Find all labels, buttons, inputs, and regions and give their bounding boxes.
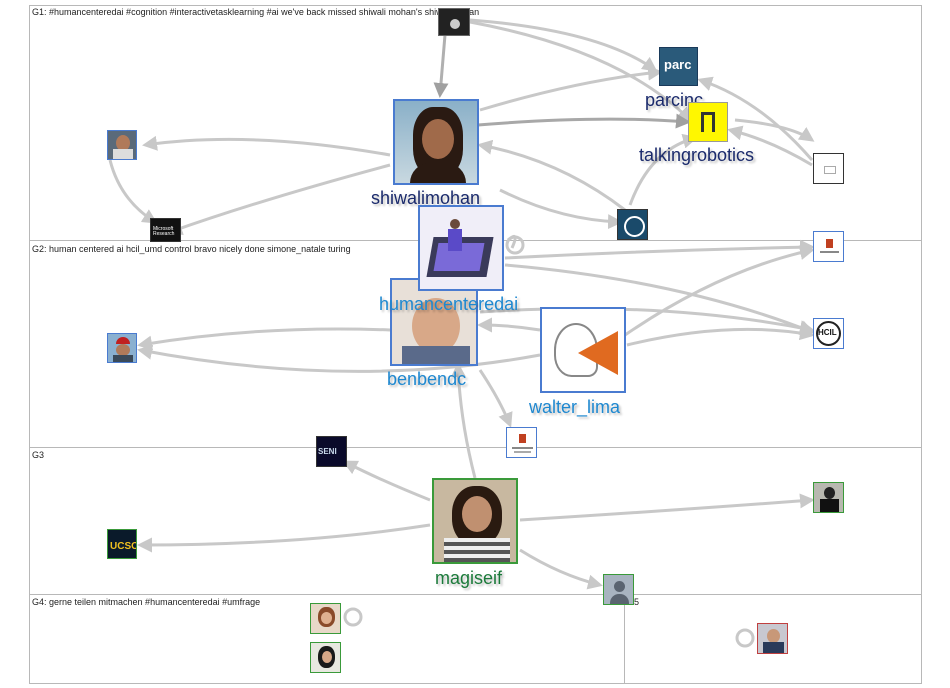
group-g4-label: G4: gerne teilen mitmachen #humancentere… <box>32 597 261 607</box>
node-hcil-logo[interactable]: HCIL <box>813 318 844 349</box>
edge <box>433 34 449 98</box>
node-avatar-right-white[interactable] <box>813 153 844 184</box>
edge <box>626 325 815 347</box>
label-walter-lima: walter_lima <box>529 397 621 417</box>
node-ucsc-logo[interactable]: UCSC <box>107 529 137 559</box>
edge <box>137 344 541 373</box>
node-magiseif[interactable] <box>432 478 518 564</box>
group-g2-label: G2: human centered ai hcil_umd control b… <box>32 244 351 254</box>
node-shiwalimohan[interactable] <box>393 99 479 185</box>
node-default-avatar[interactable] <box>603 574 634 605</box>
hcil-logo-text: HCIL <box>818 328 837 337</box>
edge <box>477 317 541 333</box>
node-avatar-g3-right[interactable] <box>813 482 844 513</box>
edge <box>167 163 391 236</box>
group-g5-box <box>624 594 922 684</box>
edge <box>697 76 814 161</box>
edge <box>628 133 698 206</box>
node-benbendc[interactable] <box>390 278 478 366</box>
parc-logo-text: parc <box>664 57 692 72</box>
edge <box>479 65 663 112</box>
node-circuit-logo[interactable] <box>617 209 648 240</box>
node-senior-logo[interactable]: SENI <box>316 436 347 467</box>
edge <box>519 548 603 590</box>
node-microsoft-research[interactable]: Microsoft Research <box>150 218 181 242</box>
edge <box>137 523 431 553</box>
node-avatar-top[interactable] <box>438 8 470 36</box>
edge <box>477 139 626 212</box>
node-avatar-g5[interactable] <box>757 623 788 654</box>
node-avatar-left-woman[interactable] <box>107 130 137 160</box>
self-loop <box>343 607 363 627</box>
microsoft-logo-text: Microsoft Research <box>153 226 175 237</box>
ucsc-logo-text: UCSC <box>110 541 137 552</box>
group-g1-label: G1: #humancenteredai #cognition #interac… <box>32 7 480 17</box>
node-parc-logo[interactable]: parc <box>659 47 698 86</box>
edge <box>479 307 815 336</box>
edge <box>142 135 391 157</box>
edge <box>137 327 391 351</box>
node-walter-lima[interactable] <box>540 307 626 393</box>
edge <box>450 362 477 479</box>
edge <box>469 20 693 123</box>
node-humancenteredai[interactable] <box>418 205 504 291</box>
edge <box>504 239 815 260</box>
edge <box>727 125 813 167</box>
node-crest-right[interactable] <box>813 231 844 262</box>
label-benbendc: benbendc <box>387 369 467 389</box>
self-loop <box>735 628 755 648</box>
label-humancenteredai: humancenteredai <box>379 294 519 314</box>
node-crest-bottom[interactable] <box>506 427 537 458</box>
edge <box>469 18 658 72</box>
node-talkingrobotics[interactable] <box>688 102 728 142</box>
group-g3-label: G3 <box>32 450 45 460</box>
edge <box>342 460 431 502</box>
edge <box>108 159 158 224</box>
node-avatar-g4-top[interactable] <box>310 603 341 634</box>
edge <box>734 118 815 142</box>
self-loop <box>505 235 525 255</box>
edge <box>624 245 815 337</box>
label-talkingrobotics: talkingrobotics <box>639 145 755 165</box>
node-avatar-left-man[interactable] <box>107 333 137 363</box>
edge <box>519 493 815 522</box>
edge <box>477 113 691 129</box>
edge <box>478 369 513 428</box>
edge <box>499 188 623 230</box>
edge <box>504 263 815 335</box>
node-avatar-g4-bottom[interactable] <box>310 642 341 673</box>
label-shiwalimohan: shiwalimohan <box>371 188 481 208</box>
senior-logo-text: SENI <box>318 447 337 456</box>
label-magiseif: magiseif <box>435 568 503 588</box>
